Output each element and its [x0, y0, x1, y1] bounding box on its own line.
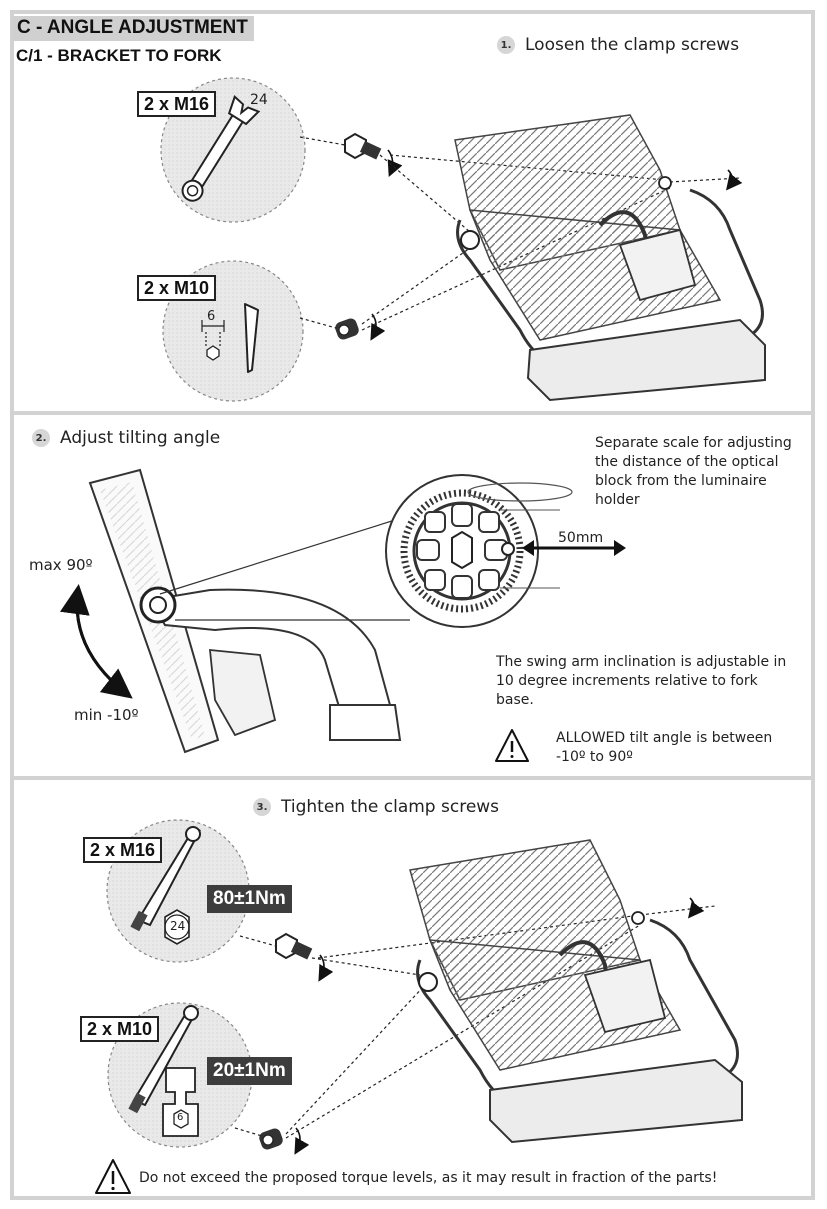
- distance-arrow: [522, 540, 626, 556]
- m16-socket-size: 24: [170, 919, 186, 933]
- page-frame: [10, 10, 815, 1200]
- step-label-2: Adjust tilting angle: [60, 428, 221, 448]
- torque-wrench-icon: [130, 826, 201, 932]
- m10-screw-icon-tighten: [259, 1127, 310, 1155]
- wrench-icon: [181, 95, 261, 202]
- wrench-size: 24: [250, 92, 268, 108]
- m16-screw-icon: [344, 132, 403, 177]
- step-2: 2. Adjust tilting angle: [32, 428, 220, 448]
- step-number-2: 2.: [32, 429, 50, 447]
- m10-screw-icon: [335, 313, 386, 341]
- torque-warning: Do not exceed the proposed torque levels…: [139, 1170, 718, 1186]
- step-3: 3. Tighten the clamp screws: [253, 797, 499, 817]
- hex-bit-socket-icon: [162, 1067, 199, 1137]
- page-subtitle: C/1 - BRACKET TO FORK: [16, 46, 222, 65]
- scale-note: Separate scale for adjusting the distanc…: [595, 435, 792, 508]
- section-divider-1: [10, 411, 815, 415]
- zoom-line-top: [159, 519, 396, 595]
- luminaire-illustration-1: [454, 114, 766, 402]
- step-number-1: 1.: [497, 36, 515, 54]
- min-angle-label: min -10º: [74, 706, 139, 724]
- allowed-tilt-note: ALLOWED tilt angle is between -10º to 90…: [556, 730, 773, 765]
- warning-icon-bottom: [95, 1159, 131, 1194]
- m10-torque-value: 20±1Nm: [207, 1057, 292, 1085]
- m16-screw-icon-tighten: [275, 932, 334, 982]
- step-number-3: 3.: [253, 798, 271, 816]
- hex-size-indicator: [201, 320, 225, 361]
- m16-label: 2 x M16: [137, 91, 217, 117]
- page-title: C - ANGLE ADJUSTMENT: [13, 16, 254, 41]
- m10-socket-size: 6: [177, 1112, 184, 1123]
- torque-wrench-icon-small: [128, 1005, 200, 1114]
- max-angle-label: max 90º: [29, 556, 93, 574]
- hex-key-icon: [244, 303, 259, 373]
- step-1: 1. Loosen the clamp screws: [497, 35, 739, 55]
- m10-label-tighten: 2 x M10: [80, 1016, 160, 1042]
- socket-icon: [164, 909, 190, 945]
- section-divider-2: [10, 776, 815, 780]
- step-label-3: Tighten the clamp screws: [281, 797, 500, 817]
- luminaire-illustration-3: [409, 839, 743, 1144]
- m16-label-tighten: 2 x M16: [83, 837, 163, 863]
- distance-label: 50mm: [558, 530, 604, 546]
- step-label-1: Loosen the clamp screws: [525, 35, 740, 55]
- warning-icon: [495, 729, 529, 762]
- hex-size: 6: [207, 309, 216, 324]
- swing-arm-note: The swing arm inclination is adjustable …: [496, 654, 787, 708]
- m16-torque-value: 80±1Nm: [207, 885, 292, 913]
- scale-detail-circle: [385, 474, 573, 628]
- m10-label: 2 x M10: [137, 275, 217, 301]
- rotation-arrow-icon: [726, 169, 743, 191]
